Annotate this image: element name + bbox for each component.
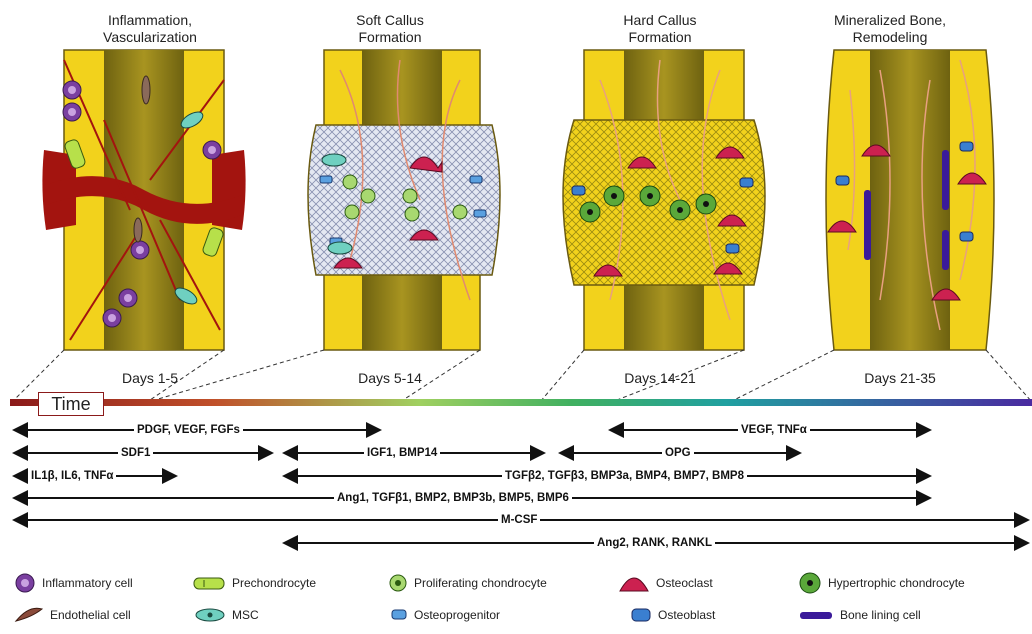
legend-prechondrocyte: Prechondrocyte <box>192 572 316 594</box>
legend-msc: MSC <box>194 605 259 625</box>
legend-hypertrophic-chondrocyte: Hypertrophic chondrocyte <box>798 572 965 594</box>
factor-ang1-group: Ang1, TGFβ1, BMP2, BMP3b, BMP5, BMP6 <box>334 492 572 505</box>
legend-osteoblast: Osteoblast <box>630 605 715 625</box>
legend-proliferating-chondrocyte: Proliferating chondrocyte <box>388 572 547 594</box>
legend-label: Osteoclast <box>656 576 713 590</box>
legend-label: Inflammatory cell <box>42 576 133 590</box>
legend-inflammatory-cell: Inflammatory cell <box>14 572 133 594</box>
hypertrophic-chondrocyte-icon <box>798 572 822 594</box>
endothelial-cell-icon <box>14 605 44 625</box>
legend-osteoprogenitor: Osteoprogenitor <box>390 605 500 625</box>
legend-label: Hypertrophic chondrocyte <box>828 576 965 590</box>
proliferating-chondrocyte-icon <box>388 572 408 594</box>
factor-igf1-bmp14: IGF1, BMP14 <box>364 447 440 460</box>
prechondrocyte-icon <box>192 572 226 594</box>
legend-label: Proliferating chondrocyte <box>414 576 547 590</box>
legend-label: Prechondrocyte <box>232 576 316 590</box>
factor-mcsf: M-CSF <box>498 514 540 527</box>
bone-lining-cell-icon <box>798 605 834 625</box>
factor-opg: OPG <box>662 447 694 460</box>
osteoclast-icon <box>618 572 650 594</box>
msc-icon <box>194 605 226 625</box>
legend-label: Endothelial cell <box>50 608 131 622</box>
factor-vegf-tnf: VEGF, TNFα <box>738 424 810 437</box>
factor-il1-il6-tnf: IL1β, IL6, TNFα <box>28 470 116 483</box>
legend-bone-lining-cell: Bone lining cell <box>798 605 921 625</box>
factor-pdgf-vegf-fgfs: PDGF, VEGF, FGFs <box>134 424 243 437</box>
factor-ang2-rank-rankl: Ang2, RANK, RANKL <box>594 537 715 550</box>
legend-label: Bone lining cell <box>840 608 921 622</box>
factor-sdf1: SDF1 <box>118 447 153 460</box>
legend-label: MSC <box>232 608 259 622</box>
legend-label: Osteoblast <box>658 608 715 622</box>
osteoblast-icon <box>630 605 652 625</box>
legend-label: Osteoprogenitor <box>414 608 500 622</box>
factor-tgfb2-group: TGFβ2, TGFβ3, BMP3a, BMP4, BMP7, BMP8 <box>502 470 747 483</box>
legend-endothelial-cell: Endothelial cell <box>14 605 131 625</box>
legend-osteoclast: Osteoclast <box>618 572 713 594</box>
osteoprogenitor-icon <box>390 605 408 625</box>
inflammatory-cell-icon <box>14 572 36 594</box>
